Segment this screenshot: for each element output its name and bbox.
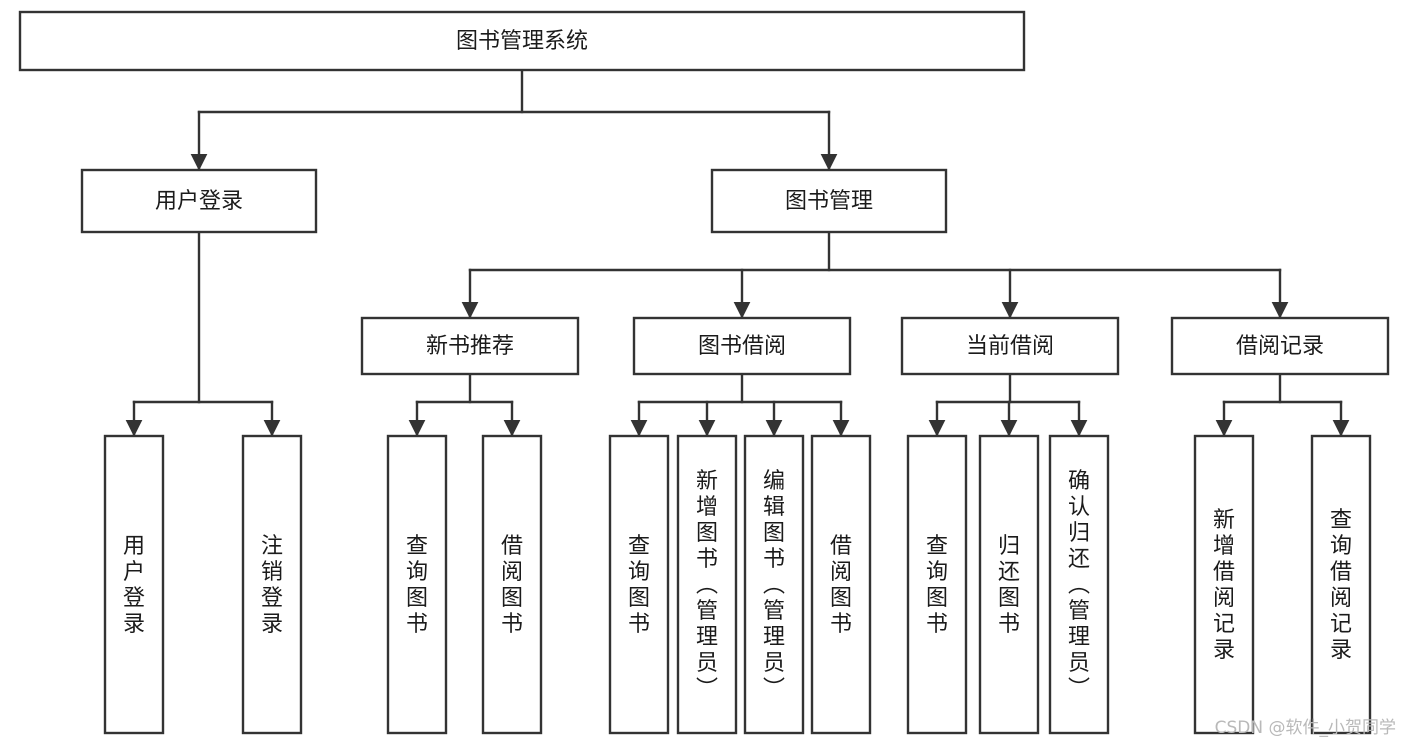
- node-box-leaf-query-book-current[interactable]: [906, 434, 968, 735]
- node-label-leaf-query-book-recommend: 查询图书: [406, 534, 428, 637]
- node-box-leaf-borrow-book-recommend[interactable]: [481, 434, 543, 735]
- node-label-leaf-logout: 注销登录: [261, 534, 283, 637]
- node-label-leaf-edit-book-admin: 编辑图书︵管理员︶: [763, 469, 785, 702]
- node-leaf-query-book-borrow[interactable]: 查询图书: [608, 434, 670, 735]
- node-new-book-recommend[interactable]: 新书推荐: [360, 316, 580, 376]
- node-leaf-borrow-book-recommend[interactable]: 借阅图书: [481, 434, 543, 735]
- node-box-book-borrow[interactable]: [632, 316, 852, 376]
- node-leaf-add-book-admin[interactable]: 新增图书︵管理员︶: [676, 434, 738, 735]
- node-box-borrow-records[interactable]: [1170, 316, 1390, 376]
- node-label-leaf-confirm-return-admin: 确认归还︵管理员︶: [1068, 469, 1090, 702]
- node-box-leaf-query-borrow-record[interactable]: [1310, 434, 1372, 735]
- node-label-leaf-user-login: 用户登录: [123, 534, 145, 637]
- node-label-user-login: 用户登录: [155, 189, 243, 214]
- node-leaf-logout[interactable]: 注销登录: [241, 434, 303, 735]
- connector-layer: [125, 68, 1350, 437]
- node-label-leaf-add-borrow-record: 新增借阅记录: [1213, 508, 1235, 663]
- node-box-root[interactable]: [18, 10, 1026, 72]
- node-label-leaf-query-book-borrow: 查询图书: [628, 534, 650, 637]
- node-box-leaf-query-book-recommend[interactable]: [386, 434, 448, 735]
- node-leaf-edit-book-admin[interactable]: 编辑图书︵管理员︶: [743, 434, 805, 735]
- node-label-root: 图书管理系统: [456, 29, 588, 54]
- node-label-leaf-borrow-book: 借阅图书: [830, 534, 852, 637]
- node-box-leaf-query-book-borrow[interactable]: [608, 434, 670, 735]
- node-box-leaf-edit-book-admin[interactable]: [743, 434, 805, 735]
- node-book-borrow[interactable]: 图书借阅: [632, 316, 852, 376]
- node-box-leaf-borrow-book[interactable]: [810, 434, 872, 735]
- node-box-user-login[interactable]: [80, 168, 318, 234]
- node-leaf-return-book[interactable]: 归还图书: [978, 434, 1040, 735]
- node-label-leaf-return-book: 归还图书: [998, 534, 1020, 637]
- node-box-leaf-return-book[interactable]: [978, 434, 1040, 735]
- node-user-login[interactable]: 用户登录: [80, 168, 318, 234]
- node-label-book-management: 图书管理: [785, 189, 873, 214]
- node-leaf-add-borrow-record[interactable]: 新增借阅记录: [1193, 434, 1255, 735]
- node-leaf-user-login[interactable]: 用户登录: [103, 434, 165, 735]
- node-layer: 图书管理系统用户登录图书管理新书推荐图书借阅当前借阅借阅记录用户登录注销登录查询…: [18, 10, 1390, 735]
- node-root[interactable]: 图书管理系统: [18, 10, 1026, 72]
- node-box-new-book-recommend[interactable]: [360, 316, 580, 376]
- node-current-borrow[interactable]: 当前借阅: [900, 316, 1120, 376]
- node-book-management[interactable]: 图书管理: [710, 168, 948, 234]
- node-box-leaf-add-book-admin[interactable]: [676, 434, 738, 735]
- node-box-current-borrow[interactable]: [900, 316, 1120, 376]
- node-box-book-management[interactable]: [710, 168, 948, 234]
- node-label-borrow-records: 借阅记录: [1236, 334, 1324, 359]
- node-label-book-borrow: 图书借阅: [698, 334, 786, 359]
- node-leaf-query-book-recommend[interactable]: 查询图书: [386, 434, 448, 735]
- node-leaf-confirm-return-admin[interactable]: 确认归还︵管理员︶: [1048, 434, 1110, 735]
- node-box-leaf-confirm-return-admin[interactable]: [1048, 434, 1110, 735]
- csdn-watermark: CSDN @软件_小贺同学: [1215, 718, 1396, 738]
- node-leaf-query-book-current[interactable]: 查询图书: [906, 434, 968, 735]
- node-borrow-records[interactable]: 借阅记录: [1170, 316, 1390, 376]
- node-label-leaf-query-borrow-record: 查询借阅记录: [1330, 508, 1352, 663]
- node-box-leaf-add-borrow-record[interactable]: [1193, 434, 1255, 735]
- node-box-leaf-user-login[interactable]: [103, 434, 165, 735]
- node-leaf-borrow-book[interactable]: 借阅图书: [810, 434, 872, 735]
- node-label-leaf-add-book-admin: 新增图书︵管理员︶: [696, 469, 718, 702]
- node-label-leaf-borrow-book-recommend: 借阅图书: [501, 534, 523, 637]
- node-label-new-book-recommend: 新书推荐: [426, 334, 514, 359]
- node-label-leaf-query-book-current: 查询图书: [926, 534, 948, 637]
- node-leaf-query-borrow-record[interactable]: 查询借阅记录: [1310, 434, 1372, 735]
- node-box-leaf-logout[interactable]: [241, 434, 303, 735]
- node-label-current-borrow: 当前借阅: [966, 334, 1054, 359]
